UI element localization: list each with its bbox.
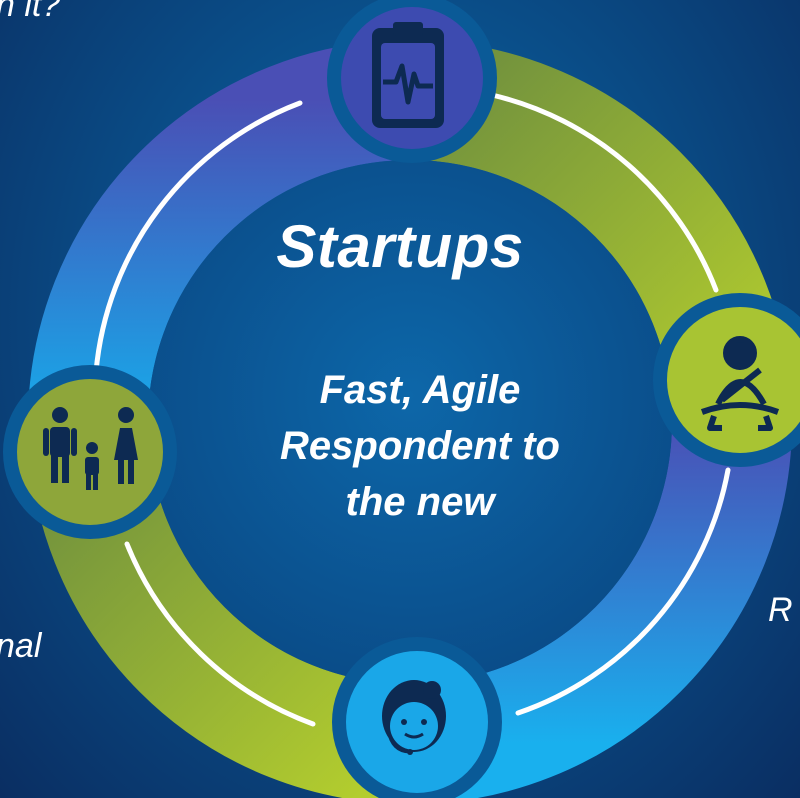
subtitle-line: Respondent to: [280, 424, 560, 468]
arc-line-bottom-right: [515, 467, 731, 716]
subtitle-line: Fast, Agile: [319, 368, 521, 412]
node-right: [653, 293, 800, 467]
customer-support-icon: [382, 680, 446, 755]
family-icon: [43, 407, 138, 490]
edge-text-bottom-left: nal: [0, 627, 42, 665]
seatbelt-icon: [700, 336, 780, 431]
edge-text-top-left: h it?: [0, 0, 61, 24]
arc-line-top-left: [93, 100, 303, 375]
arc-line-top-right: [489, 92, 719, 293]
edge-text-right: R: [768, 591, 793, 629]
center-title: Startups: [276, 213, 524, 280]
center-disk: [148, 160, 672, 684]
arc-line-bottom-left: [124, 541, 316, 727]
clipboard-heartbeat-icon: [372, 22, 444, 128]
subtitle-line: the new: [345, 480, 495, 524]
center-subtitle: Fast, Agile Respondent to the new: [210, 362, 630, 530]
